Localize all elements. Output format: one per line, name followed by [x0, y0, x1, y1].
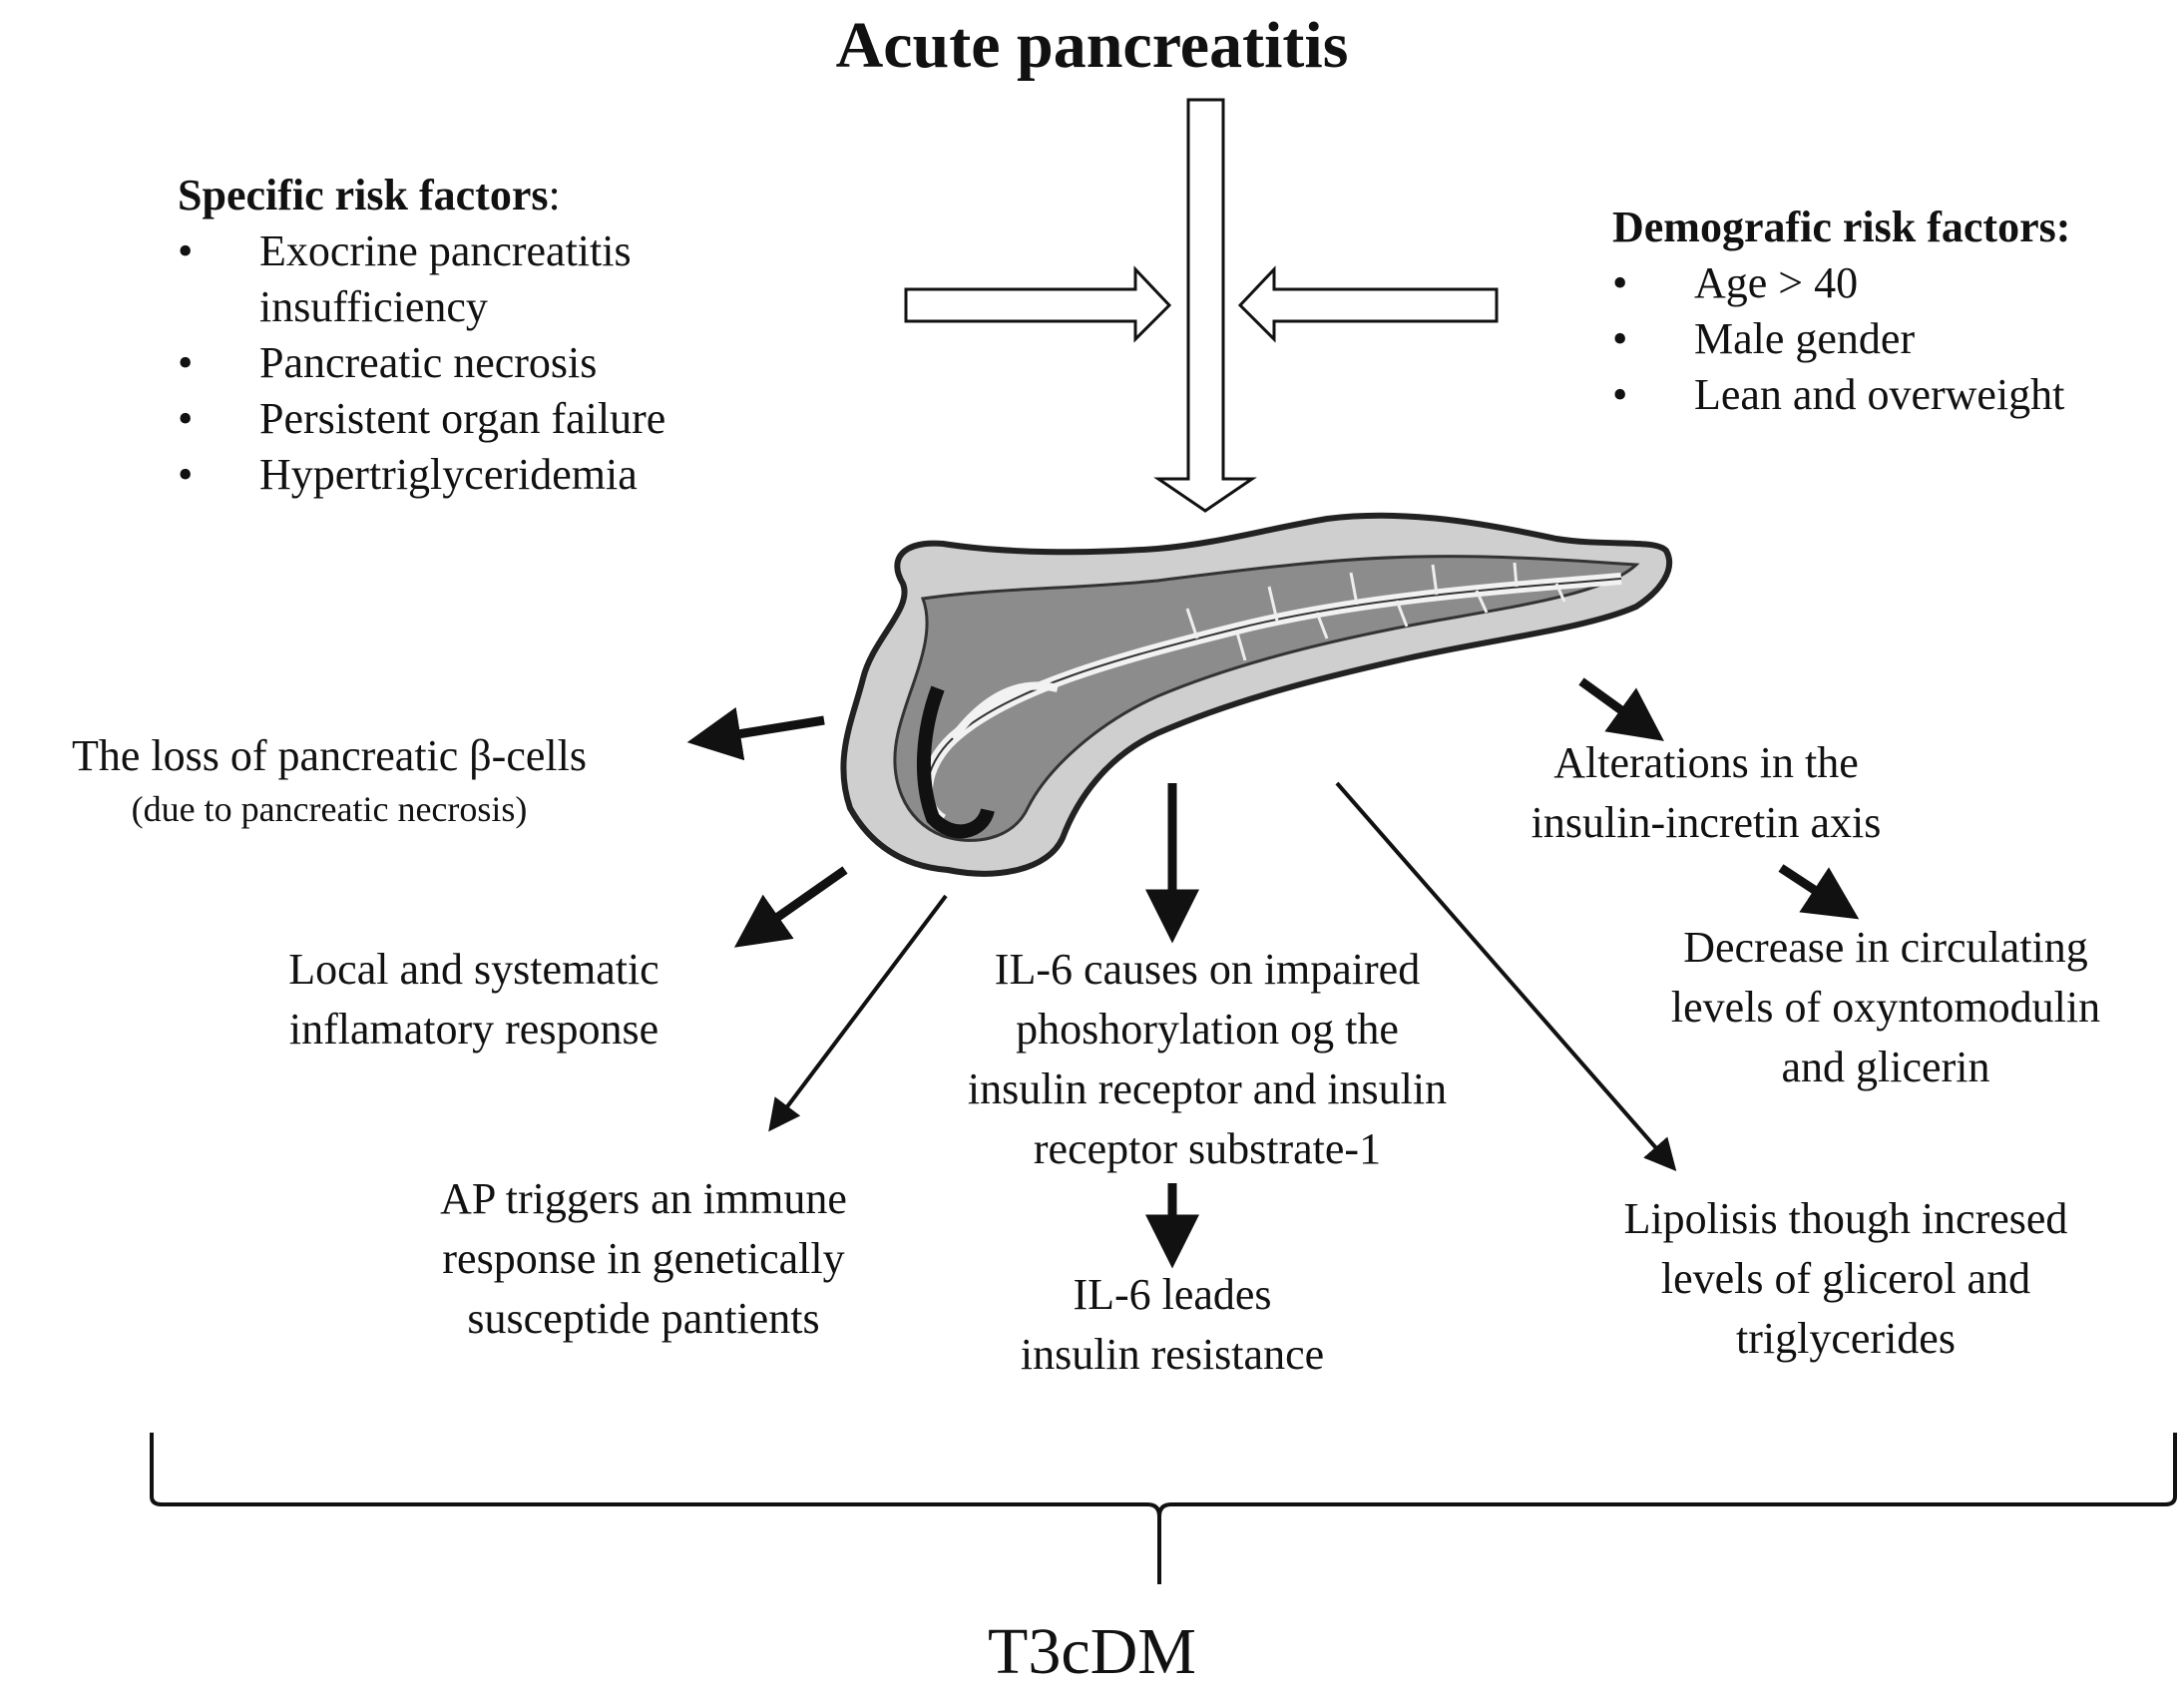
- lipolysis-node: Lipolisis though incresed levels of glic…: [1623, 1194, 2068, 1363]
- arrow-to-inflammatory: [733, 866, 848, 948]
- oxyntomodulin-node: Decrease in circulating levels of oxynto…: [1670, 923, 2101, 1091]
- diagram-title: Acute pancreatitis: [835, 9, 1349, 82]
- demographic-risk-item: •Male gender: [1612, 314, 1916, 363]
- specific-risk-item: •Persistent organ failure: [178, 394, 666, 443]
- beta-cell-loss-node: The loss of pancreatic β-cells (due to p…: [72, 731, 587, 829]
- il6-insulin-resistance-node: IL-6 leades insulin resistance: [1020, 1270, 1325, 1379]
- outcome-label: T3cDM: [988, 1615, 1196, 1688]
- pancreas-illustration: [840, 512, 1673, 877]
- demographic-risk-item: •Lean and overweight: [1612, 370, 2065, 419]
- hollow-down-arrow: [1153, 98, 1257, 513]
- specific-risk-heading: Specific risk factors:: [178, 171, 561, 219]
- hollow-left-arrow: [1237, 265, 1499, 343]
- specific-risk-item: •Exocrine pancreatitis insufficiency: [178, 226, 632, 331]
- insulin-incretin-node: Alterations in the insulin-incretin axis: [1530, 738, 1882, 847]
- il6-phosphorylation-node: IL-6 causes on impaired phoshorylation o…: [967, 945, 1448, 1173]
- specific-risk-item: •Hypertriglyceridemia: [178, 450, 638, 499]
- inflammatory-response-node: Local and systematic inflamatory respons…: [288, 945, 659, 1054]
- arrow-to-lipolysis: [1335, 781, 1677, 1172]
- demographic-risk-factors: Demografic risk factors: •Age > 40 •Male…: [1612, 200, 2181, 423]
- arrow-to-immune: [768, 894, 948, 1132]
- immune-response-node: AP triggers an immune response in geneti…: [440, 1174, 847, 1343]
- demographic-risk-item: •Age > 40: [1612, 258, 1859, 307]
- arrow-to-incretin: [1578, 677, 1664, 741]
- hollow-right-arrow: [904, 265, 1172, 343]
- demographic-risk-heading: Demografic risk factors:: [1612, 203, 2071, 251]
- specific-risk-factors: Specific risk factors: •Exocrine pancrea…: [178, 168, 816, 503]
- arrow-to-beta-cells: [686, 706, 825, 761]
- arrow-to-oxyntomodulin: [1778, 864, 1860, 920]
- outcome-brace: [150, 1433, 2177, 1584]
- specific-risk-item: •Pancreatic necrosis: [178, 338, 598, 387]
